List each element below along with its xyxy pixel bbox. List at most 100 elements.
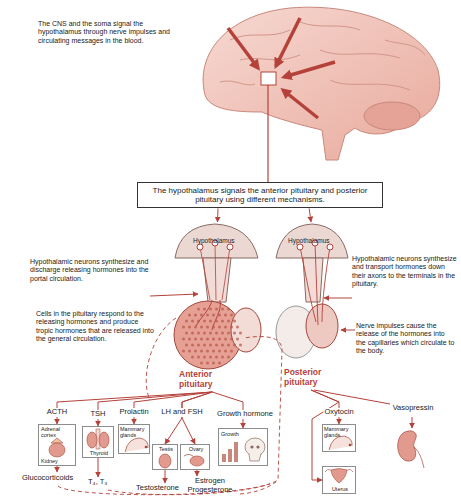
pituitary-cell [230,326,233,329]
target-organ-box: Adrenal cortexKidney [38,424,76,466]
hypothalamus-shape [175,224,258,258]
pituitary-cell [224,350,227,353]
pituitary-cell [209,356,212,359]
pituitary-cell [212,362,215,365]
nipple [145,446,148,449]
pituitary-cell [185,332,188,335]
pituitary-cell [209,320,212,323]
pituitary-cell [197,320,200,323]
neuron [197,244,203,250]
breast-shape [125,438,148,452]
pituitary-cell [224,338,227,341]
neuron [227,244,233,250]
pituitary-cell [233,332,236,335]
pituitary-cell [188,350,191,353]
pituitary-cell [224,314,227,317]
organ-name: Testis [154,446,178,452]
pituitary-cell [221,320,224,323]
target-organ-box: Uterus [322,466,356,494]
hormone-label: TSH [90,410,107,419]
pituitary-cell [218,362,221,365]
hypothalamus-marker [261,72,276,85]
target-organ-box: Ovary [180,444,210,470]
pituitary-cell [203,356,206,359]
hormone-label: ACTH [46,408,68,417]
pituitary-cell [182,326,185,329]
kidney-icon [398,431,417,461]
output-arrow [197,470,198,476]
pituitary-cell [200,338,203,341]
kidney-shape [49,443,65,457]
pituitary-cell [185,320,188,323]
output-arrow [98,458,99,477]
cerebellum [364,102,420,130]
signal-arrow [283,90,318,118]
lobe-name: Anterior pituitary [179,370,239,390]
pituitary-cell [209,344,212,347]
pituitary-cell [215,344,218,347]
organ-name: Thyroid [84,450,114,456]
nipple [349,444,352,447]
pituitary-cell [227,344,230,347]
pointer-arrow [341,330,355,331]
pointer-arrow [324,298,352,299]
note-text: The CNS and the soma signal the hypothal… [38,20,178,45]
pituitary-cell [212,326,215,329]
output-hormone: Glucocorticoids [22,474,92,483]
pituitary-cell [227,308,230,311]
growth-bar [222,454,226,462]
leader-line [267,85,268,182]
pituitary-cell [236,338,239,341]
target-organ-box: Thyroid [82,426,114,458]
growth-bar [234,442,238,462]
box-text: The hypothalamus signals the anterior pi… [144,186,376,204]
pituitary-cell [221,308,224,311]
part-name: Hypothalamus [288,237,343,244]
pituitary-cell [191,320,194,323]
signal-arrow [276,18,300,66]
output-hormone: Estrogen Progesterone [184,477,236,495]
pituitary-cell [197,308,200,311]
pituitary-cell [209,308,212,311]
pituitary-cell [182,350,185,353]
output-hormone: T₄, T₃ [88,478,120,487]
pituitary-cell [239,344,242,347]
brain-gyri [220,22,425,90]
eye-socket [256,445,259,448]
organ-name: Adrenal cortex [41,426,75,439]
adrenal-gland [51,438,63,443]
leader-line [314,390,390,404]
note-text: Nerve impulses cause the release of the … [356,322,456,355]
fallopian-tube [325,469,353,472]
pituitary-cell [206,326,209,329]
organ-name: Kidney [41,458,75,464]
hormone-arrow [182,392,212,444]
pituitary-cell [200,350,203,353]
target-organ-box: Testis [152,444,178,470]
pituitary-cell [194,326,197,329]
hormone-arrow [57,392,212,424]
pituitary-cell [200,326,203,329]
pituitary-cell [209,332,212,335]
hormone-arrow [311,390,339,424]
pituitary-cell [203,344,206,347]
hormone-label: Oxytocin [323,408,354,417]
pituitary-cell [230,338,233,341]
pituitary-cell [194,314,197,317]
organ-name: Mammary glands [120,426,144,439]
testis-shape [159,454,171,468]
posterior-lobe [231,308,261,352]
neuron [297,244,303,250]
pituitary-cell [203,308,206,311]
lobe-name: Posterior pituitary [284,368,344,388]
pituitary-stalk [303,258,323,302]
pituitary-cell [188,314,191,317]
pituitary-cell [218,326,221,329]
feedback-line [240,482,276,494]
target-organ-box: Growth [218,428,268,466]
hormone-label: Prolactin [118,408,149,417]
pituitary-cell [188,326,191,329]
